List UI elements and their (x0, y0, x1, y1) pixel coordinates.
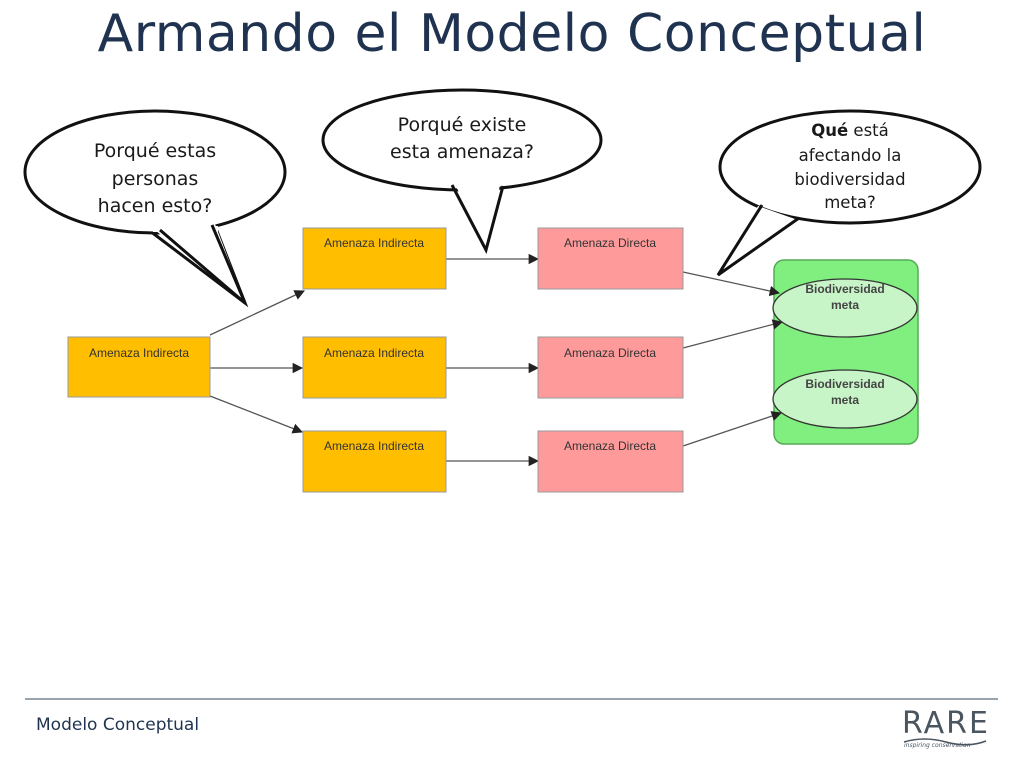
target-label-line2: meta (831, 298, 859, 312)
speech-bubble-middle: Porqué existe esta amenaza? (321, 88, 603, 255)
speech-bubble-right: Qué está afectando la biodiversidad meta… (716, 109, 982, 277)
node-label: Amenaza Directa (564, 236, 656, 250)
target-label-line2: meta (831, 393, 859, 407)
node-indirect-threat-1: Amenaza Indirecta (302, 227, 447, 290)
node-label: Amenaza Directa (564, 439, 656, 453)
bubble-line: esta amenaza? (390, 141, 534, 163)
arrow-dir1-to-bio1 (682, 271, 781, 297)
rare-logo: RARE inspiring conservation (896, 706, 988, 756)
logo-wave-icon (903, 738, 987, 746)
speech-bubble-left: Porqué estas personas hacen esto? (23, 109, 287, 308)
conceptual-model-diagram: Amenaza Indirecta Amenaza Indirecta Amen… (23, 88, 982, 493)
node-label: Amenaza Directa (564, 346, 656, 360)
bubble-line-first: Qué está (811, 121, 889, 140)
arrow-root-to-ind1 (209, 290, 305, 336)
bubble-rest-word: está (848, 121, 889, 140)
node-label: Amenaza Indirecta (89, 346, 189, 360)
footer-divider (25, 698, 998, 700)
bubble-bold-word: Qué (811, 121, 848, 140)
logo-wordmark: RARE (902, 706, 990, 741)
bubble-line: afectando la (799, 146, 902, 165)
target-label-line1: Biodiversidad (805, 377, 884, 391)
logo-tagline: inspiring conservation (904, 742, 971, 749)
bubble-line: Porqué estas (94, 140, 216, 162)
bubble-line: personas (112, 168, 199, 190)
bubble-line: biodiversidad (794, 170, 905, 189)
footer-label: Modelo Conceptual (36, 715, 200, 735)
node-indirect-threat-root: Amenaza Indirecta (67, 336, 211, 398)
target-biodiversity-1: Biodiversidad meta (772, 278, 918, 338)
node-label: Amenaza Indirecta (324, 346, 424, 360)
node-direct-threat-2: Amenaza Directa (537, 336, 684, 399)
target-biodiversity-2: Biodiversidad meta (772, 369, 918, 429)
arrow-dir2-to-bio1 (682, 319, 784, 349)
connectors (209, 253, 784, 467)
node-direct-threat-3: Amenaza Directa (537, 430, 684, 493)
node-label: Amenaza Indirecta (324, 439, 424, 453)
arrow-dir3-to-bio2 (682, 411, 782, 447)
node-indirect-threat-3: Amenaza Indirecta (302, 430, 447, 493)
arrow-root-to-ind3 (209, 395, 303, 434)
bubble-line: Porqué existe (398, 114, 527, 136)
bubble-line: hacen esto? (98, 195, 213, 217)
node-indirect-threat-2: Amenaza Indirecta (302, 336, 447, 399)
slide-title: Armando el Modelo Conceptual (97, 4, 927, 64)
node-direct-threat-1: Amenaza Directa (537, 227, 684, 290)
bubble-line: meta? (824, 193, 876, 212)
target-label-line1: Biodiversidad (805, 282, 884, 296)
node-label: Amenaza Indirecta (324, 236, 424, 250)
